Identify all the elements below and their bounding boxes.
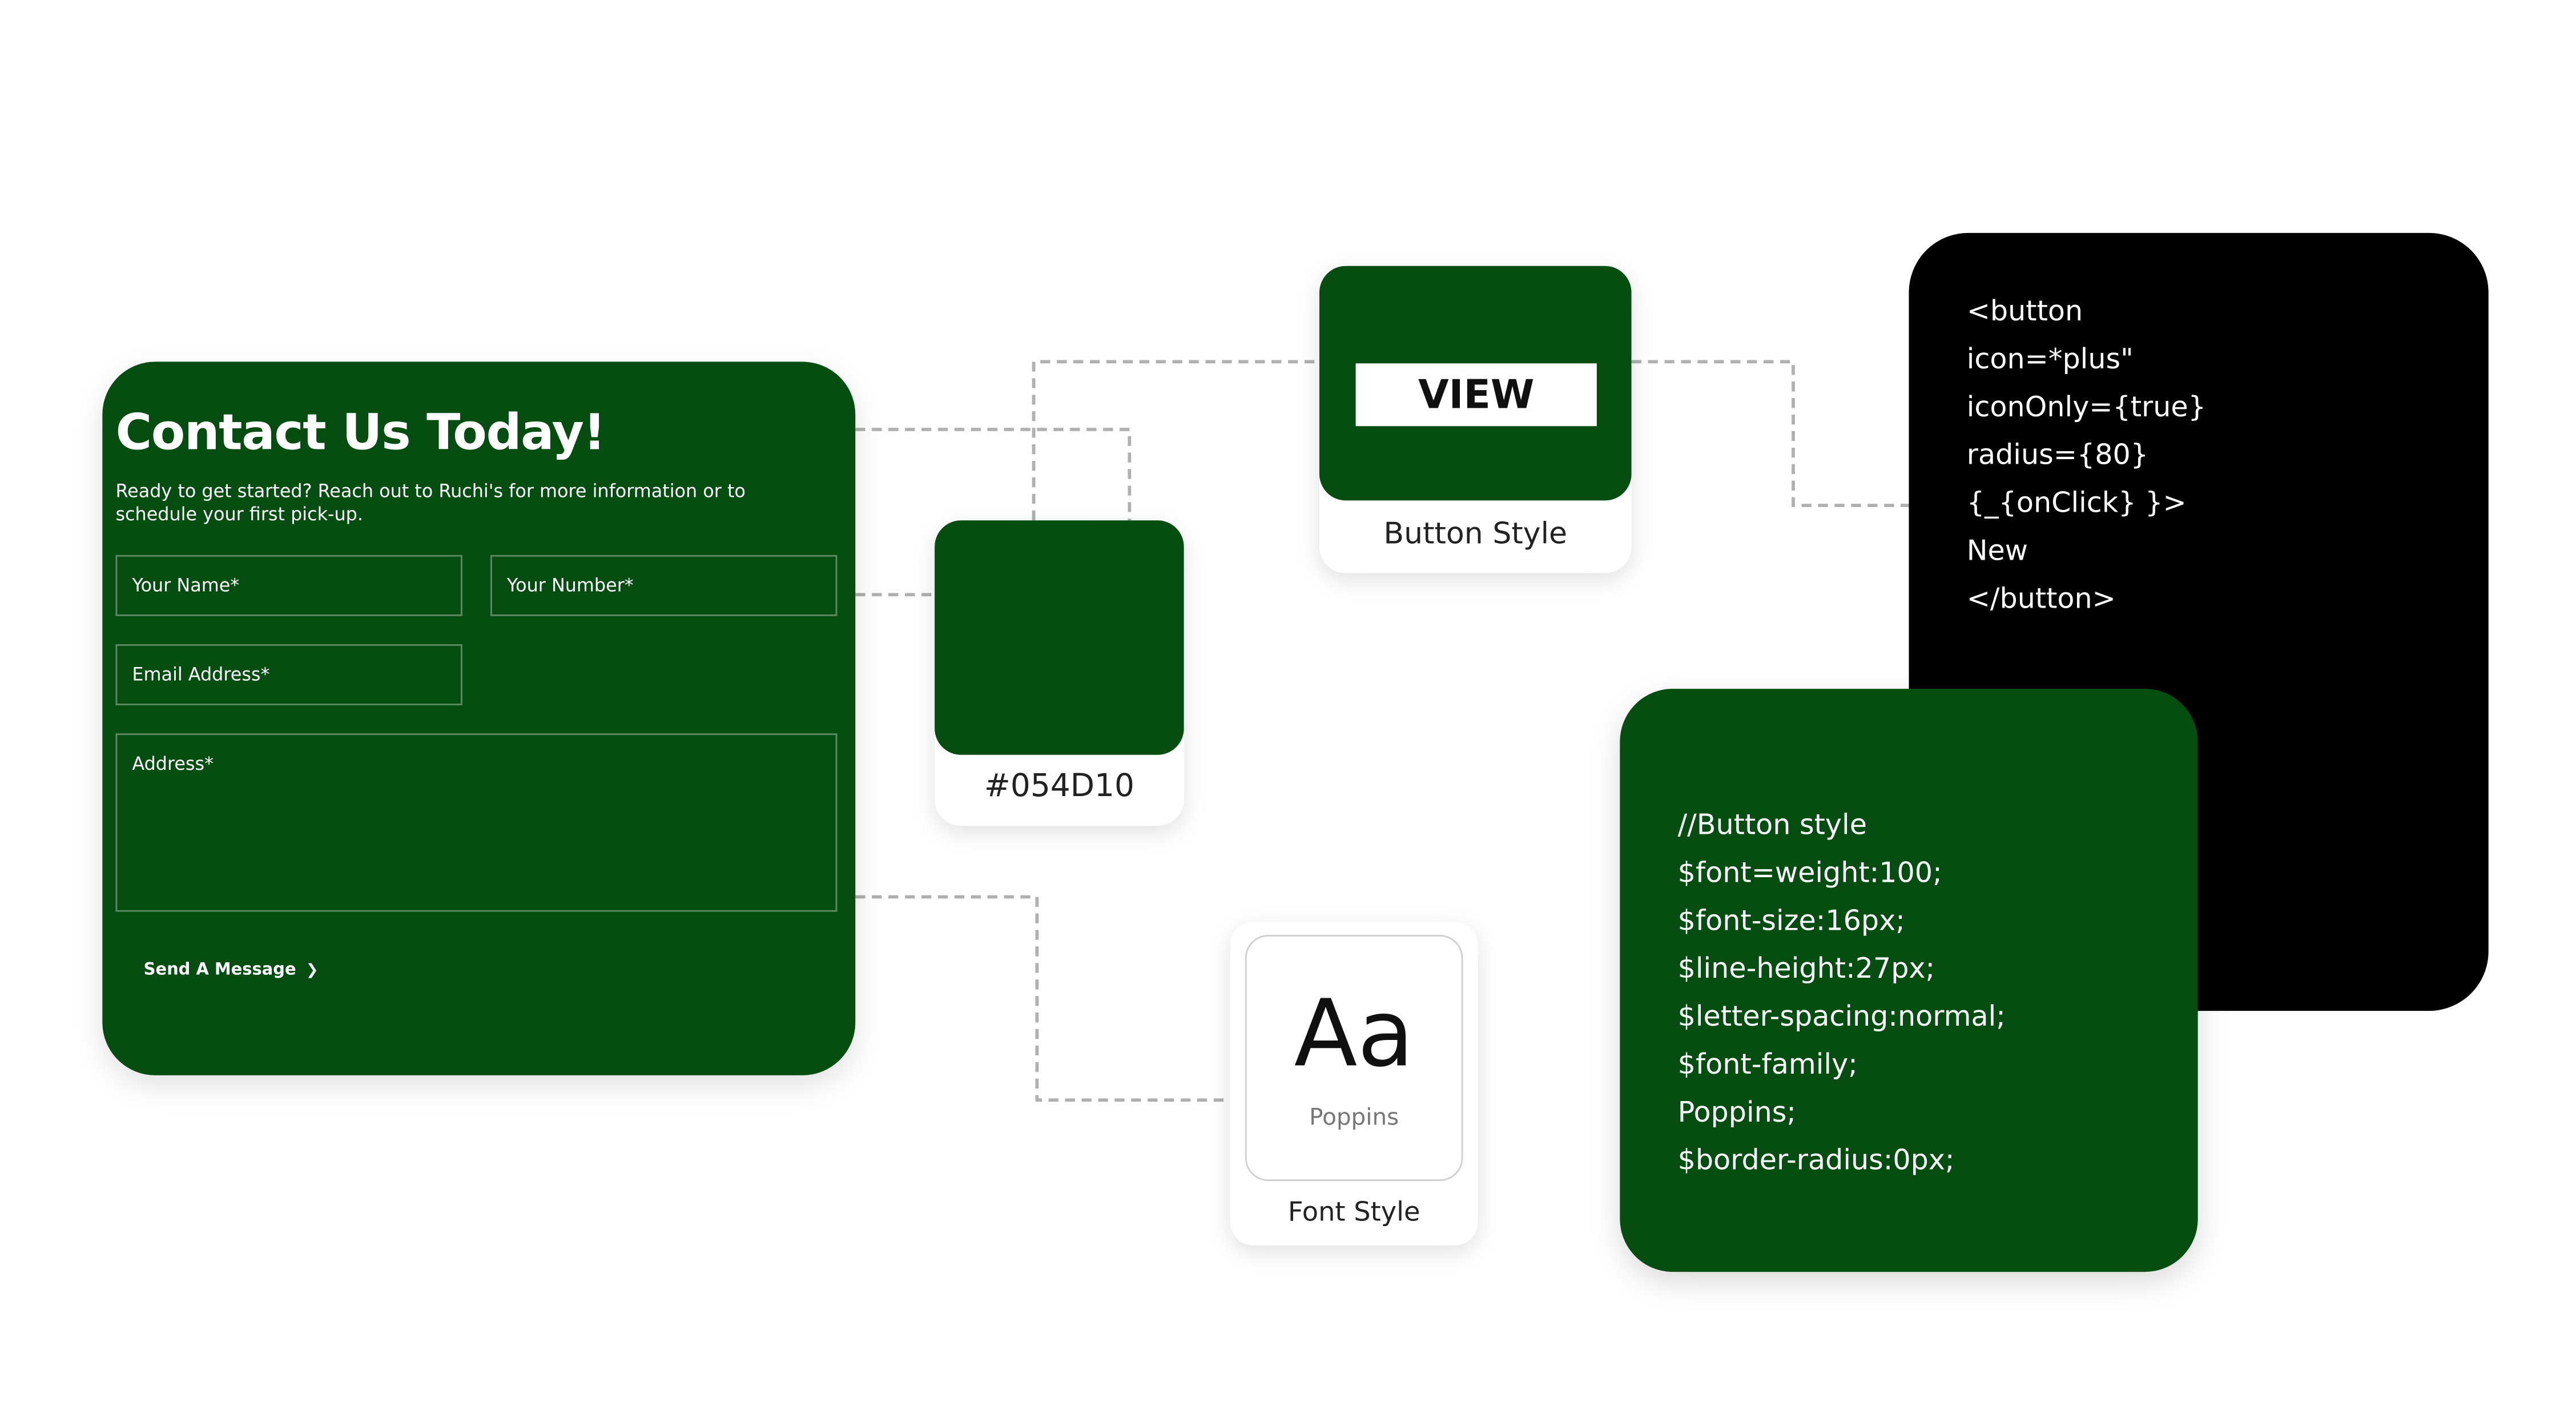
font-preview: Aa Poppins [1245, 935, 1463, 1181]
font-style-card: Aa Poppins Font Style [1230, 921, 1478, 1246]
font-name: Poppins [1309, 1104, 1399, 1132]
button-style-caption: Button Style [1383, 517, 1568, 552]
color-swatch-card: #054D10 [935, 520, 1184, 826]
color-hex-label: #054D10 [984, 768, 1135, 805]
code-line: $font=weight:100; [1677, 857, 1942, 890]
code-line: $letter-spacing:normal; [1677, 1001, 2006, 1034]
code-line: <button [1966, 295, 2083, 329]
code-line: Poppins; [1677, 1096, 1797, 1130]
font-style-caption: Font Style [1287, 1196, 1420, 1227]
send-message-button[interactable]: Send A Message ❯ [144, 961, 319, 979]
code-line: radius={80} [1966, 439, 2149, 473]
button-style-card: VIEW Button Style [1319, 266, 1632, 573]
code-line: iconOnly={true} [1966, 391, 2206, 425]
button-style-preview: VIEW [1319, 266, 1632, 501]
code-line: //Button style [1677, 809, 1867, 843]
contact-form-card: Contact Us Today! Ready to get started? … [102, 361, 856, 1075]
code-line: icon=*plus" [1966, 343, 2134, 377]
style-code-card: //Button style $font=weight:100; $font-s… [1620, 689, 2198, 1272]
code-line: $font-family; [1677, 1049, 1858, 1082]
connector-button-to-code [1631, 360, 1909, 507]
code-line: $border-radius:0px; [1677, 1144, 1955, 1178]
code-line: $line-height:27px; [1677, 953, 1935, 986]
view-button[interactable]: VIEW [1355, 363, 1597, 427]
font-sample: Aa [1294, 981, 1414, 1089]
code-line: {_{onClick} }> [1966, 487, 2187, 521]
chevron-right-icon: ❯ [305, 962, 319, 979]
code-line: </button> [1966, 583, 2116, 616]
connector-form-to-swatch [855, 428, 1132, 521]
color-swatch [935, 520, 1184, 755]
email-field[interactable]: Email Address* [115, 644, 462, 706]
connector-form-to-font [855, 895, 1230, 1102]
connector-swatch-to-button [1032, 360, 1319, 521]
code-line: $font-size:16px; [1677, 905, 1905, 938]
code-line: New [1966, 535, 2028, 568]
number-field[interactable]: Your Number* [490, 555, 838, 616]
name-field[interactable]: Your Name* [115, 555, 462, 616]
contact-title: Contact Us Today! [115, 404, 606, 463]
send-message-label: Send A Message [143, 961, 296, 980]
address-field[interactable]: Address* [115, 733, 838, 912]
contact-subtitle: Ready to get started? Reach out to Ruchi… [115, 480, 746, 525]
